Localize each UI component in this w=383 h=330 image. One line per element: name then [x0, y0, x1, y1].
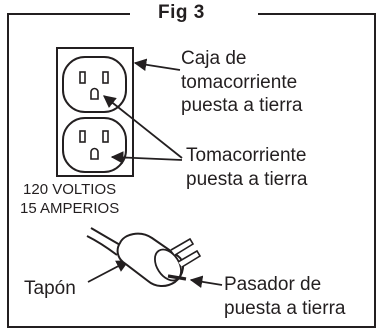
grounded-outlet-label-line-2: puesta a tierra: [186, 168, 308, 190]
voltage-rating: 120 VOLTIOS: [23, 181, 117, 198]
plug-leader-arrow: [87, 260, 130, 283]
plug-prong-lower: [177, 249, 202, 268]
lower-outlet-leader-arrow: [110, 151, 183, 164]
upper-receptacle: [62, 56, 127, 113]
outlet-box-label-line-2: tomacorriente: [181, 71, 298, 93]
upper-outlet-leader-arrow: [103, 95, 183, 159]
plug-label: Tapón: [24, 278, 76, 299]
grounded-outlet-label: Tomacorriente puesta a tierra: [186, 144, 307, 191]
box-leader-arrow: [133, 58, 181, 71]
amperage-rating: 15 AMPERIOS: [20, 200, 120, 217]
lower-receptacle: [62, 117, 127, 173]
outlet-box: [56, 47, 134, 177]
ground-pin-label: Pasador de puesta a tierra: [224, 273, 345, 320]
ground-pin-label-line-2: puesta a tierra: [224, 297, 346, 319]
ground-pin: [167, 274, 187, 281]
ground-pin-label-line-1: Pasador de: [224, 274, 322, 295]
pin-leader-arrow: [189, 275, 223, 289]
outlet-box-label: Caja de tomacorriente puesta a tierra: [181, 47, 302, 118]
grounded-outlet-label-line-1: Tomacorriente: [186, 145, 307, 166]
figure-title: Fig 3: [158, 2, 205, 23]
plug-cord: [90, 227, 123, 247]
outlet-box-label-line-1: Caja de: [181, 48, 247, 69]
outlet-rating: 120 VOLTIOS 15 AMPERIOS: [20, 180, 119, 218]
plug: [86, 227, 202, 287]
plug-prong-upper: [170, 237, 195, 256]
leader-lines: [87, 58, 223, 289]
figure-frame: [7, 13, 376, 328]
outlet-box-label-line-3: puesta a tierra: [181, 95, 303, 116]
